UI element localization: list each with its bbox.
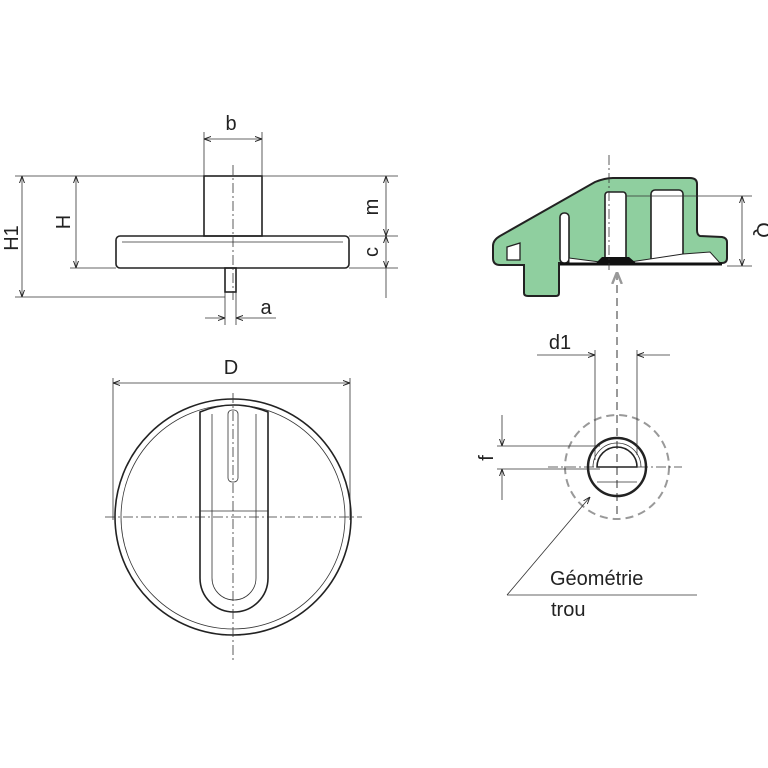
top-view: D xyxy=(105,357,362,660)
note-geometrie: Géométrie xyxy=(550,568,643,590)
pin xyxy=(224,267,237,293)
dim-a: a xyxy=(260,297,272,319)
dim-m: m xyxy=(361,199,383,216)
dim-d1: d1 xyxy=(549,332,571,354)
flange xyxy=(115,235,350,269)
hole-detail: d1 f Géométrie trou xyxy=(476,332,697,621)
dim-D: D xyxy=(224,357,238,379)
grip-ridge xyxy=(199,404,269,613)
dim-c: c xyxy=(361,247,383,257)
dim-H1: H1 xyxy=(1,225,23,251)
dim-H: H xyxy=(53,215,75,229)
dim-Q: Q xyxy=(752,222,768,238)
leader-line xyxy=(506,497,590,596)
dim-f: f xyxy=(476,455,498,461)
note-trou: trou xyxy=(551,599,585,621)
indicator-slot xyxy=(227,409,239,483)
side-view: b H1 H m c a xyxy=(1,113,398,325)
section-view: Q xyxy=(492,155,768,345)
dim-b: b xyxy=(225,113,236,135)
hole-outline xyxy=(586,436,648,498)
